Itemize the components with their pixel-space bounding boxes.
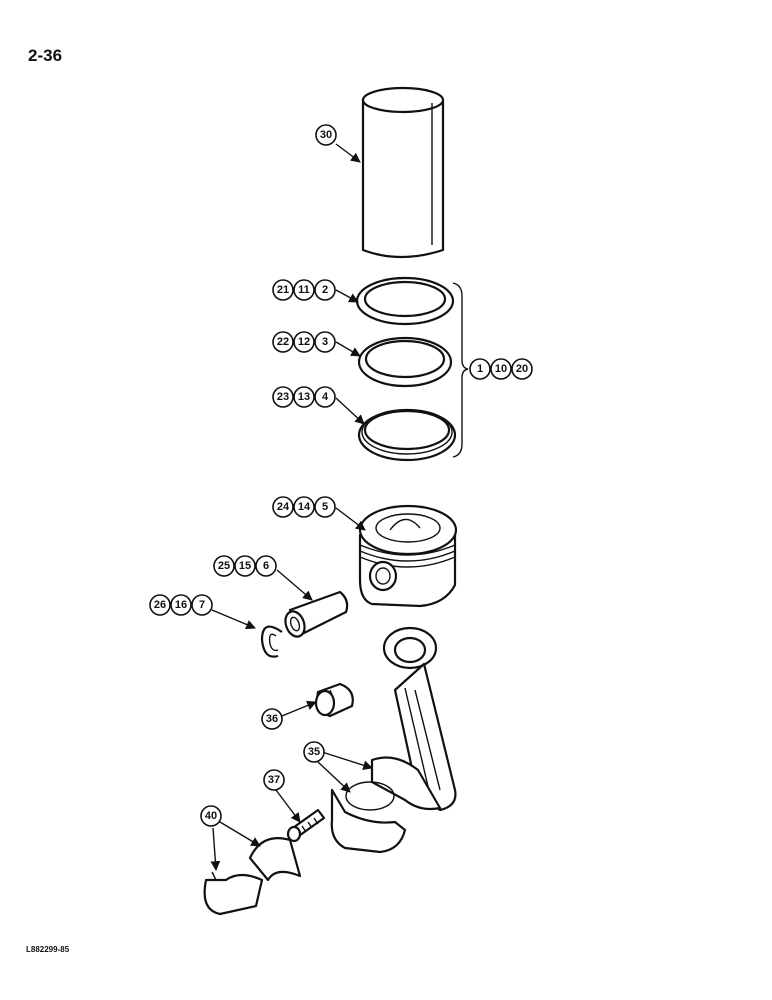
piston [358, 504, 458, 608]
svg-text:35: 35 [308, 746, 320, 758]
svg-text:2: 2 [322, 284, 328, 296]
svg-text:6: 6 [263, 560, 269, 572]
callout-40: 40 [200, 805, 222, 827]
callout-30: 30 [315, 124, 337, 146]
svg-text:37: 37 [268, 774, 280, 786]
leader-40a [210, 827, 221, 871]
svg-text:24: 24 [277, 501, 290, 513]
svg-text:13: 13 [298, 391, 310, 403]
piston-pin [284, 590, 349, 638]
svg-text:14: 14 [298, 501, 311, 513]
bearing-shell-lower [203, 871, 264, 916]
callout-group-ring-middle: 22 12 3 [272, 331, 336, 353]
leader-2 [335, 289, 359, 303]
svg-text:1: 1 [477, 363, 483, 375]
svg-text:4: 4 [322, 391, 329, 403]
svg-text:11: 11 [298, 284, 310, 296]
svg-text:23: 23 [277, 391, 289, 403]
svg-text:26: 26 [154, 599, 166, 611]
callout-36: 36 [261, 708, 283, 730]
callout-group-retainer: 26 16 7 [149, 594, 213, 616]
ring-set-bracket [452, 282, 469, 458]
callout-group-ring-bottom: 23 13 4 [272, 386, 336, 408]
svg-text:10: 10 [495, 363, 507, 375]
rod-bolt [286, 808, 326, 843]
figure-code: L882299-85 [26, 945, 70, 954]
leader-6 [276, 569, 313, 601]
leader-40b [219, 821, 261, 847]
leader-4 [335, 397, 365, 425]
svg-text:3: 3 [322, 336, 328, 348]
callout-group-piston: 24 14 5 [272, 496, 336, 518]
svg-text:12: 12 [298, 336, 310, 348]
svg-text:40: 40 [205, 810, 217, 822]
callout-35: 35 [303, 741, 325, 763]
callout-group-pin: 25 15 6 [213, 555, 277, 577]
piston-ring-bottom [357, 408, 457, 462]
svg-text:30: 30 [320, 129, 332, 141]
connecting-rod [330, 626, 457, 854]
leader-3 [335, 341, 361, 357]
piston-ring-middle [357, 336, 453, 388]
leader-37 [275, 789, 301, 823]
piston-ring-top [355, 276, 455, 326]
svg-text:20: 20 [516, 363, 528, 375]
rod-bushing [314, 682, 354, 718]
svg-text:22: 22 [277, 336, 289, 348]
leader-5 [335, 507, 366, 531]
leader-36 [281, 700, 317, 717]
cylinder-sleeve [361, 86, 445, 259]
svg-text:5: 5 [322, 501, 328, 513]
callout-37: 37 [263, 769, 285, 791]
leader-35b [317, 761, 351, 793]
svg-text:7: 7 [199, 599, 205, 611]
leader-30 [335, 143, 361, 163]
svg-text:21: 21 [277, 284, 289, 296]
callout-group-ring-top: 21 11 2 [272, 279, 336, 301]
page-number: 2-36 [28, 46, 63, 65]
leader-35a [321, 751, 373, 770]
svg-text:25: 25 [218, 560, 230, 572]
retainer-ring [260, 625, 283, 658]
callout-group-ring-set: 1 10 20 [469, 358, 533, 380]
svg-text:15: 15 [239, 560, 251, 572]
leader-7 [211, 609, 256, 630]
svg-text:36: 36 [266, 713, 278, 725]
svg-text:16: 16 [175, 599, 187, 611]
